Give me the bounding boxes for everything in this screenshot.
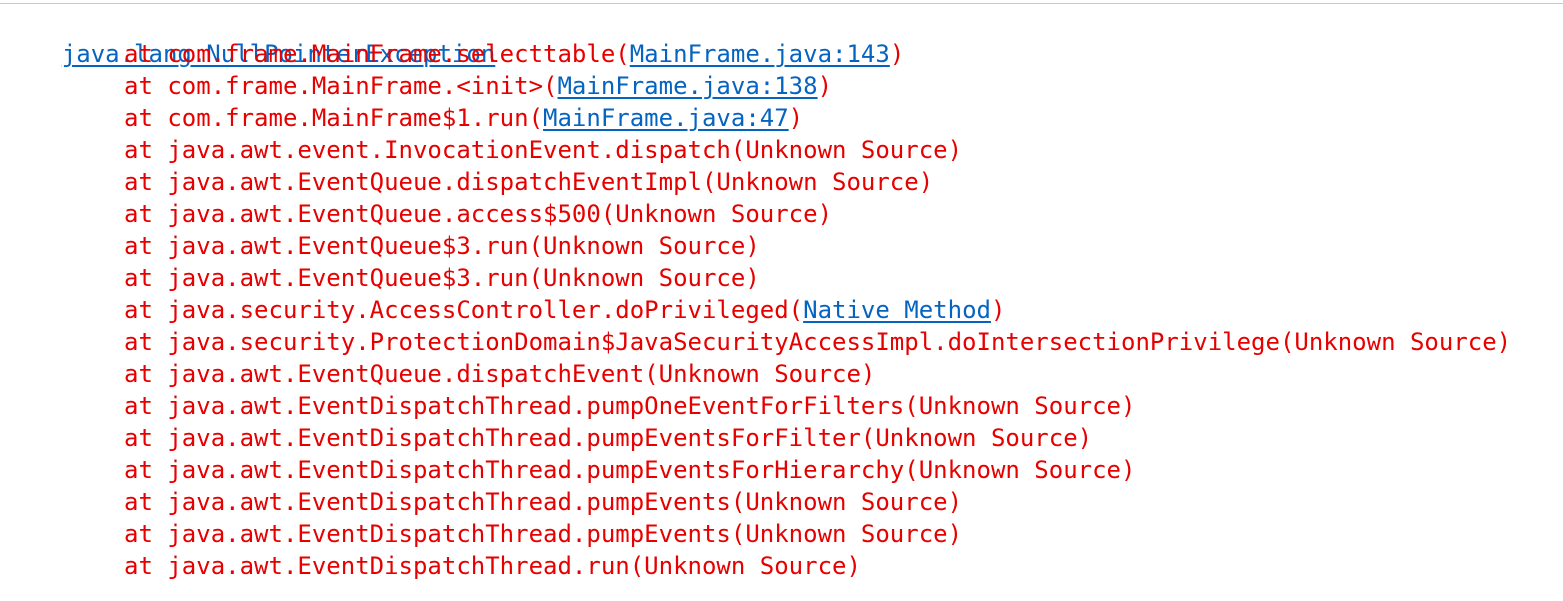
stack-frame-close-paren: ) — [990, 296, 1006, 324]
stack-frame-close-paren: ) — [817, 72, 833, 100]
exception-link[interactable]: java.lang.NullPointerException — [61, 40, 496, 68]
stack-frame-text: at java.awt.EventQueue.dispatchEvent(Unk… — [124, 360, 876, 388]
stack-frame-text: at com.frame.MainFrame.<init>( — [124, 72, 558, 100]
stack-frame-4: at java.awt.EventQueue.dispatchEventImpl… — [4, 166, 1563, 198]
stack-frame-close-paren: ) — [889, 40, 905, 68]
stack-frame-text: at java.awt.EventQueue.access$500(Unknow… — [124, 200, 833, 228]
stack-frame-9: at java.security.ProtectionDomain$JavaSe… — [4, 326, 1563, 358]
stack-frame-text: at java.security.ProtectionDomain$JavaSe… — [124, 328, 1512, 356]
stack-frame-text: at com.frame.MainFrame.selecttable( — [124, 40, 630, 68]
stack-frame-11: at java.awt.EventDispatchThread.pumpOneE… — [4, 390, 1563, 422]
source-link-mainframe-143[interactable]: MainFrame.java:143 — [629, 40, 890, 68]
stack-frame-text: at java.awt.EventDispatchThread.pumpEven… — [124, 456, 1136, 484]
stack-frame-text: at java.awt.EventDispatchThread.pumpEven… — [124, 520, 963, 548]
stack-frame-2: at com.frame.MainFrame$1.run(MainFrame.j… — [4, 102, 1563, 134]
source-link-mainframe-47[interactable]: MainFrame.java:47 — [543, 104, 789, 132]
stack-frame-12: at java.awt.EventDispatchThread.pumpEven… — [4, 422, 1563, 454]
stack-frame-text: at java.security.AccessController.doPriv… — [124, 296, 804, 324]
stack-frame-text: at java.awt.EventQueue$3.run(Unknown Sou… — [124, 264, 760, 292]
stack-frame-text: at java.awt.EventDispatchThread.pumpEven… — [124, 424, 1093, 452]
stack-frame-10: at java.awt.EventQueue.dispatchEvent(Unk… — [4, 358, 1563, 390]
stack-frame-15: at java.awt.EventDispatchThread.pumpEven… — [4, 518, 1563, 550]
console-output: java.lang.NullPointerException at com.fr… — [4, 6, 1563, 582]
stack-frame-16: at java.awt.EventDispatchThread.run(Unkn… — [4, 550, 1563, 582]
clipped-previous-line — [148, 0, 728, 2]
source-link-mainframe-138[interactable]: MainFrame.java:138 — [557, 72, 818, 100]
source-link-native-method[interactable]: Native Method — [803, 296, 991, 324]
stack-frame-13: at java.awt.EventDispatchThread.pumpEven… — [4, 454, 1563, 486]
stack-frame-text: at java.awt.EventQueue$3.run(Unknown Sou… — [124, 232, 760, 260]
stack-frame-7: at java.awt.EventQueue$3.run(Unknown Sou… — [4, 262, 1563, 294]
stack-frame-5: at java.awt.EventQueue.access$500(Unknow… — [4, 198, 1563, 230]
stack-frame-0: at com.frame.MainFrame.selecttable(MainF… — [4, 38, 1563, 70]
stack-frame-text: at java.awt.EventQueue.dispatchEventImpl… — [124, 168, 934, 196]
stack-frame-text: at java.awt.EventDispatchThread.run(Unkn… — [124, 552, 861, 580]
exception-line: java.lang.NullPointerException — [4, 6, 1563, 68]
stack-frame-text: at java.awt.EventDispatchThread.pumpEven… — [124, 488, 963, 516]
stack-frame-8: at java.security.AccessController.doPriv… — [4, 294, 1563, 326]
stack-frame-close-paren: ) — [788, 104, 804, 132]
stack-frame-text: at java.awt.EventDispatchThread.pumpOneE… — [124, 392, 1136, 420]
top-divider — [0, 3, 1563, 4]
stack-frame-14: at java.awt.EventDispatchThread.pumpEven… — [4, 486, 1563, 518]
stack-frame-6: at java.awt.EventQueue$3.run(Unknown Sou… — [4, 230, 1563, 262]
stack-frame-text: at com.frame.MainFrame$1.run( — [124, 104, 544, 132]
stack-frame-1: at com.frame.MainFrame.<init>(MainFrame.… — [4, 70, 1563, 102]
stack-frame-text: at java.awt.event.InvocationEvent.dispat… — [124, 136, 963, 164]
stack-frame-3: at java.awt.event.InvocationEvent.dispat… — [4, 134, 1563, 166]
